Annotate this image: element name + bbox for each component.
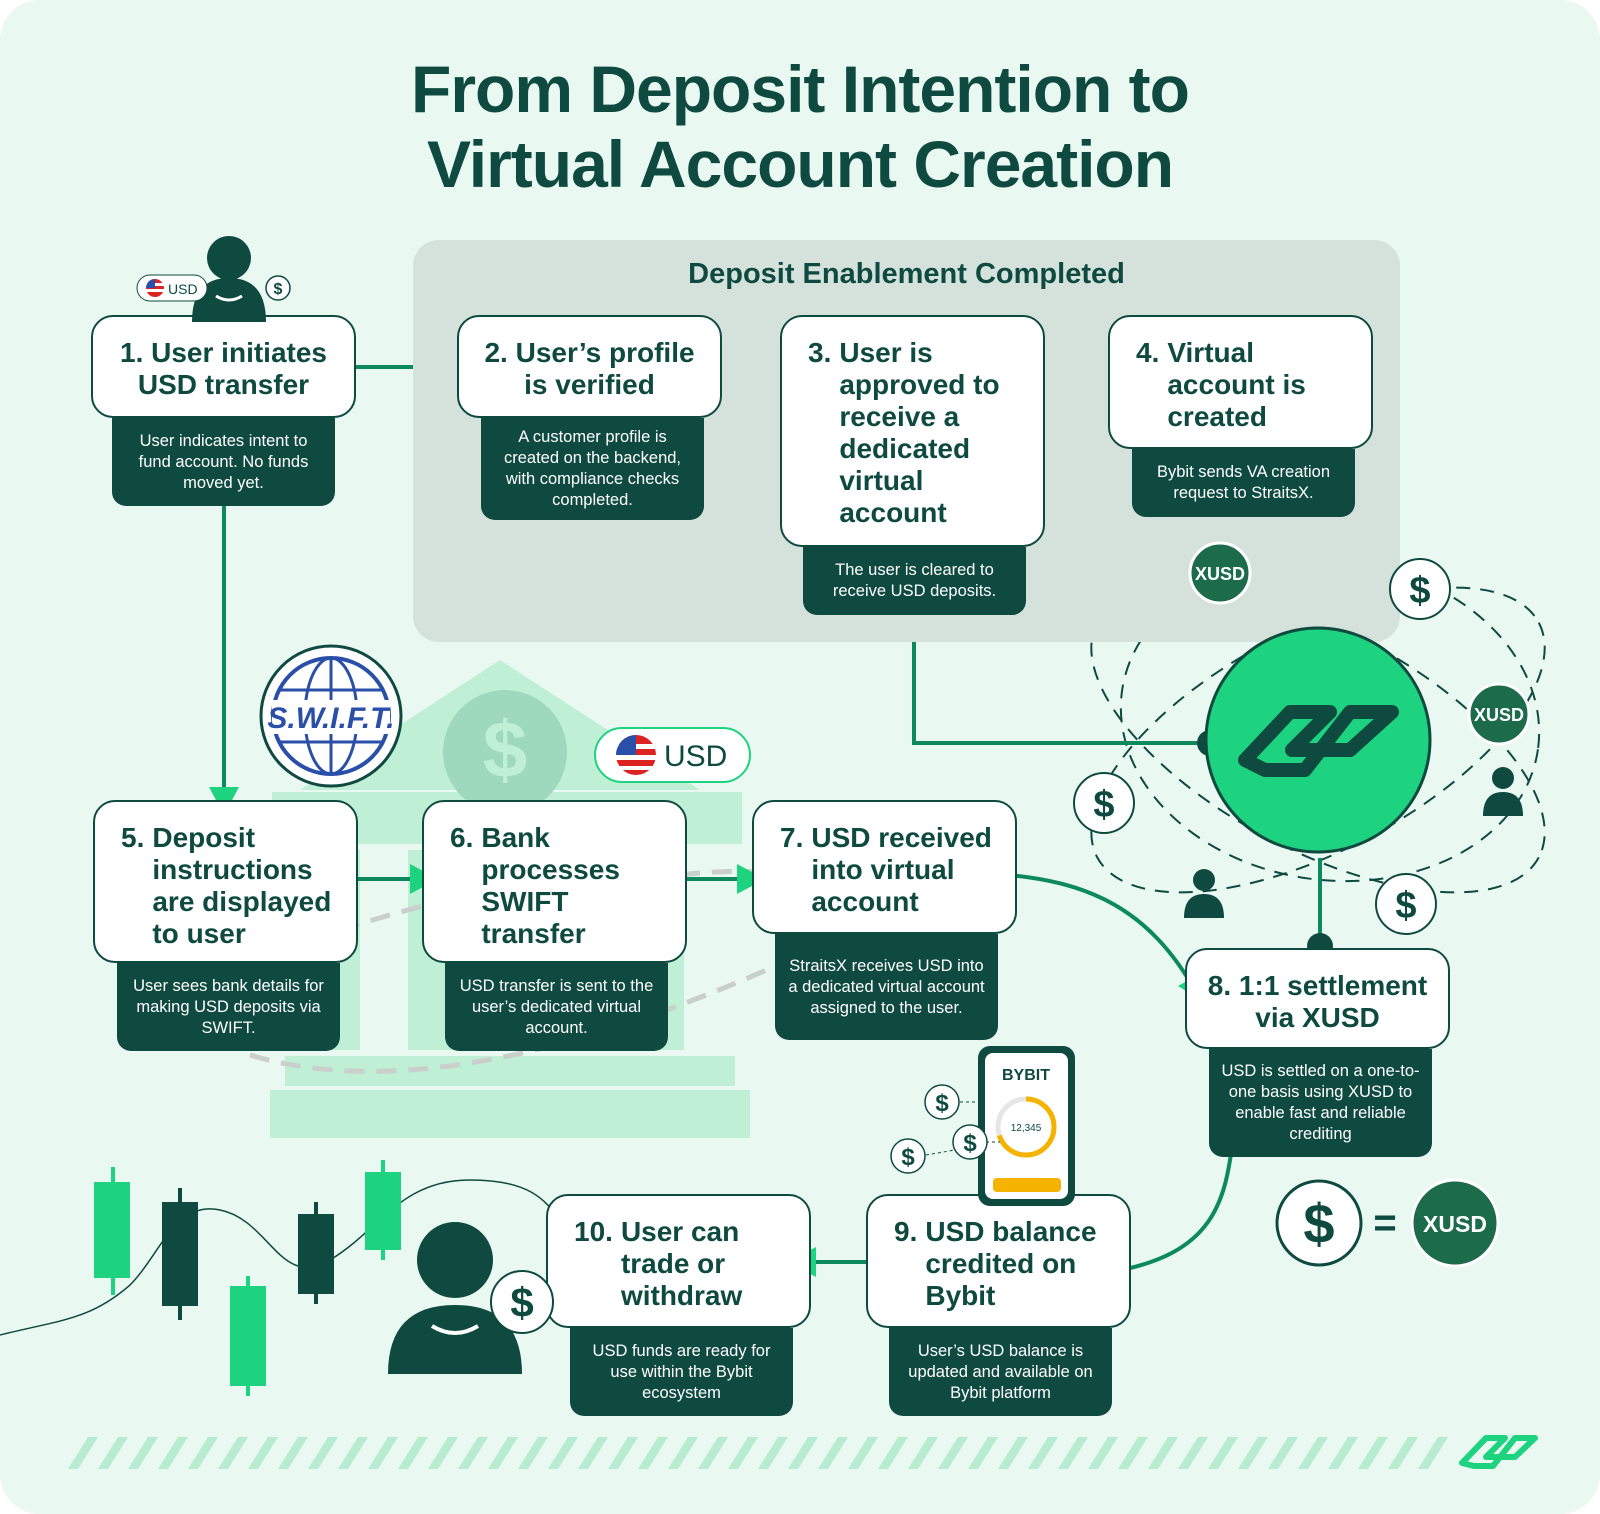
step-3-number: 3. — [808, 337, 832, 368]
footer-stripe — [1358, 1437, 1388, 1469]
footer-stripe — [308, 1437, 338, 1469]
footer-stripe — [428, 1437, 458, 1469]
step-1-number: 1. — [120, 337, 144, 368]
footer-stripe — [338, 1437, 368, 1469]
footer-stripe — [1328, 1437, 1358, 1469]
step-2-description: A customer profile is created on the bac… — [481, 418, 704, 520]
footer-stripe — [638, 1437, 668, 1469]
footer-stripe — [968, 1437, 998, 1469]
step-2-number: 2. — [484, 337, 508, 368]
step-5-title: Deposit instructions are displayed to us… — [152, 822, 332, 949]
bank-dollar-text: $ — [483, 705, 528, 794]
step-2-card: 2. User’s profile is verified — [457, 315, 722, 418]
step-4-card: 4. Virtual account is created — [1108, 315, 1373, 449]
candlestick-chart-icon — [0, 1160, 561, 1396]
deposit-enablement-label: Deposit Enablement Completed — [688, 258, 1125, 290]
step-3-description: The user is cleared to receive USD depos… — [803, 547, 1026, 615]
step-10-card: 10. User can trade or withdraw — [546, 1194, 811, 1328]
footer-stripe — [1208, 1437, 1238, 1469]
footer-stripe — [818, 1437, 848, 1469]
footer-stripe — [458, 1437, 488, 1469]
step-5-number: 5. — [121, 822, 145, 853]
step-10-description: USD funds are ready for use within the B… — [570, 1328, 793, 1416]
footer-stripe — [1418, 1437, 1448, 1469]
footer-stripe — [698, 1437, 728, 1469]
footer-stripe — [278, 1437, 308, 1469]
footer-stripe — [1238, 1437, 1268, 1469]
footer-stripe — [668, 1437, 698, 1469]
step-7-number: 7. — [780, 822, 804, 853]
footer-stripe — [1058, 1437, 1088, 1469]
title-line-1: From Deposit Intention to — [411, 52, 1190, 126]
footer-stripe — [68, 1437, 98, 1469]
step-8-description: USD is settled on a one-to-one basis usi… — [1209, 1049, 1432, 1157]
footer-stripe — [1118, 1437, 1148, 1469]
footer-stripes — [68, 1437, 1448, 1469]
step-1-card: 1. User initiates USD transfer — [91, 315, 356, 418]
footer-stripe — [728, 1437, 758, 1469]
footer-stripe — [98, 1437, 128, 1469]
footer-stripe — [758, 1437, 788, 1469]
step-9-title: USD balance credited on Bybit — [925, 1216, 1097, 1311]
step-8-title: 1:1 settlement via XUSD — [1238, 970, 1428, 1033]
step-8-card: 8. 1:1 settlement via XUSD — [1185, 948, 1450, 1049]
footer-stripe — [788, 1437, 818, 1469]
footer-stripe — [938, 1437, 968, 1469]
footer-stripe — [218, 1437, 248, 1469]
step-2-title: User’s profile is verified — [515, 337, 695, 400]
footer-stripe — [578, 1437, 608, 1469]
step-7-title: USD received into virtual account — [811, 822, 992, 917]
step-4-number: 4. — [1136, 337, 1160, 368]
step-7-card: 7. USD received into virtual account — [752, 800, 1017, 934]
footer-stripe — [368, 1437, 398, 1469]
step-10-title: User can trade or withdraw — [620, 1216, 743, 1311]
footer-stripe — [128, 1437, 158, 1469]
step-1-title: User initiates USD transfer — [137, 337, 327, 400]
step-5-description: User sees bank details for making USD de… — [117, 963, 340, 1051]
page-title: From Deposit Intention to Virtual Accoun… — [0, 52, 1600, 202]
footer-stripe — [248, 1437, 278, 1469]
footer-stripe — [608, 1437, 638, 1469]
step-6-description: USD transfer is sent to the user’s dedic… — [445, 963, 668, 1051]
step-10-number: 10. — [574, 1216, 613, 1247]
footer-stripe — [998, 1437, 1028, 1469]
footer-stripe — [848, 1437, 878, 1469]
step-6-card: 6. Bank processes SWIFT transfer — [422, 800, 687, 963]
footer-stripe — [188, 1437, 218, 1469]
footer-stripe — [908, 1437, 938, 1469]
footer-stripe — [1028, 1437, 1058, 1469]
title-line-2: Virtual Account Creation — [426, 127, 1174, 201]
step-3-card: 3. User is approved to receive a dedicat… — [780, 315, 1045, 547]
footer-stripe — [548, 1437, 578, 1469]
step-6-title: Bank processes SWIFT transfer — [481, 822, 620, 949]
footer-stripe — [518, 1437, 548, 1469]
step-9-description: User’s USD balance is updated and availa… — [889, 1328, 1112, 1416]
flow-connectors — [222, 365, 1322, 1274]
step-8-number: 8. — [1207, 970, 1232, 1001]
step-6-number: 6. — [450, 822, 474, 853]
step-7-description: StraitsX receives USD into a dedicated v… — [775, 934, 998, 1040]
step-1-description: User indicates intent to fund account. N… — [112, 418, 335, 506]
step-9-number: 9. — [894, 1216, 918, 1247]
footer-stripe — [488, 1437, 518, 1469]
footer-stripe — [1088, 1437, 1118, 1469]
step-3-title: User is approved to receive a dedicated … — [839, 337, 1000, 528]
footer-stripe — [158, 1437, 188, 1469]
footer-stripe — [1298, 1437, 1328, 1469]
footer-stripe — [1148, 1437, 1178, 1469]
step-9-card: 9. USD balance credited on Bybit — [866, 1194, 1131, 1328]
footer-stripe — [878, 1437, 908, 1469]
footer-stripe — [1268, 1437, 1298, 1469]
footer-stripe — [398, 1437, 428, 1469]
footer-stripe — [1178, 1437, 1208, 1469]
step-4-description: Bybit sends VA creation request to Strai… — [1132, 449, 1355, 517]
step-4-title: Virtual account is created — [1167, 337, 1306, 432]
step-5-card: 5. Deposit instructions are displayed to… — [93, 800, 358, 963]
footer-stripe — [1388, 1437, 1418, 1469]
